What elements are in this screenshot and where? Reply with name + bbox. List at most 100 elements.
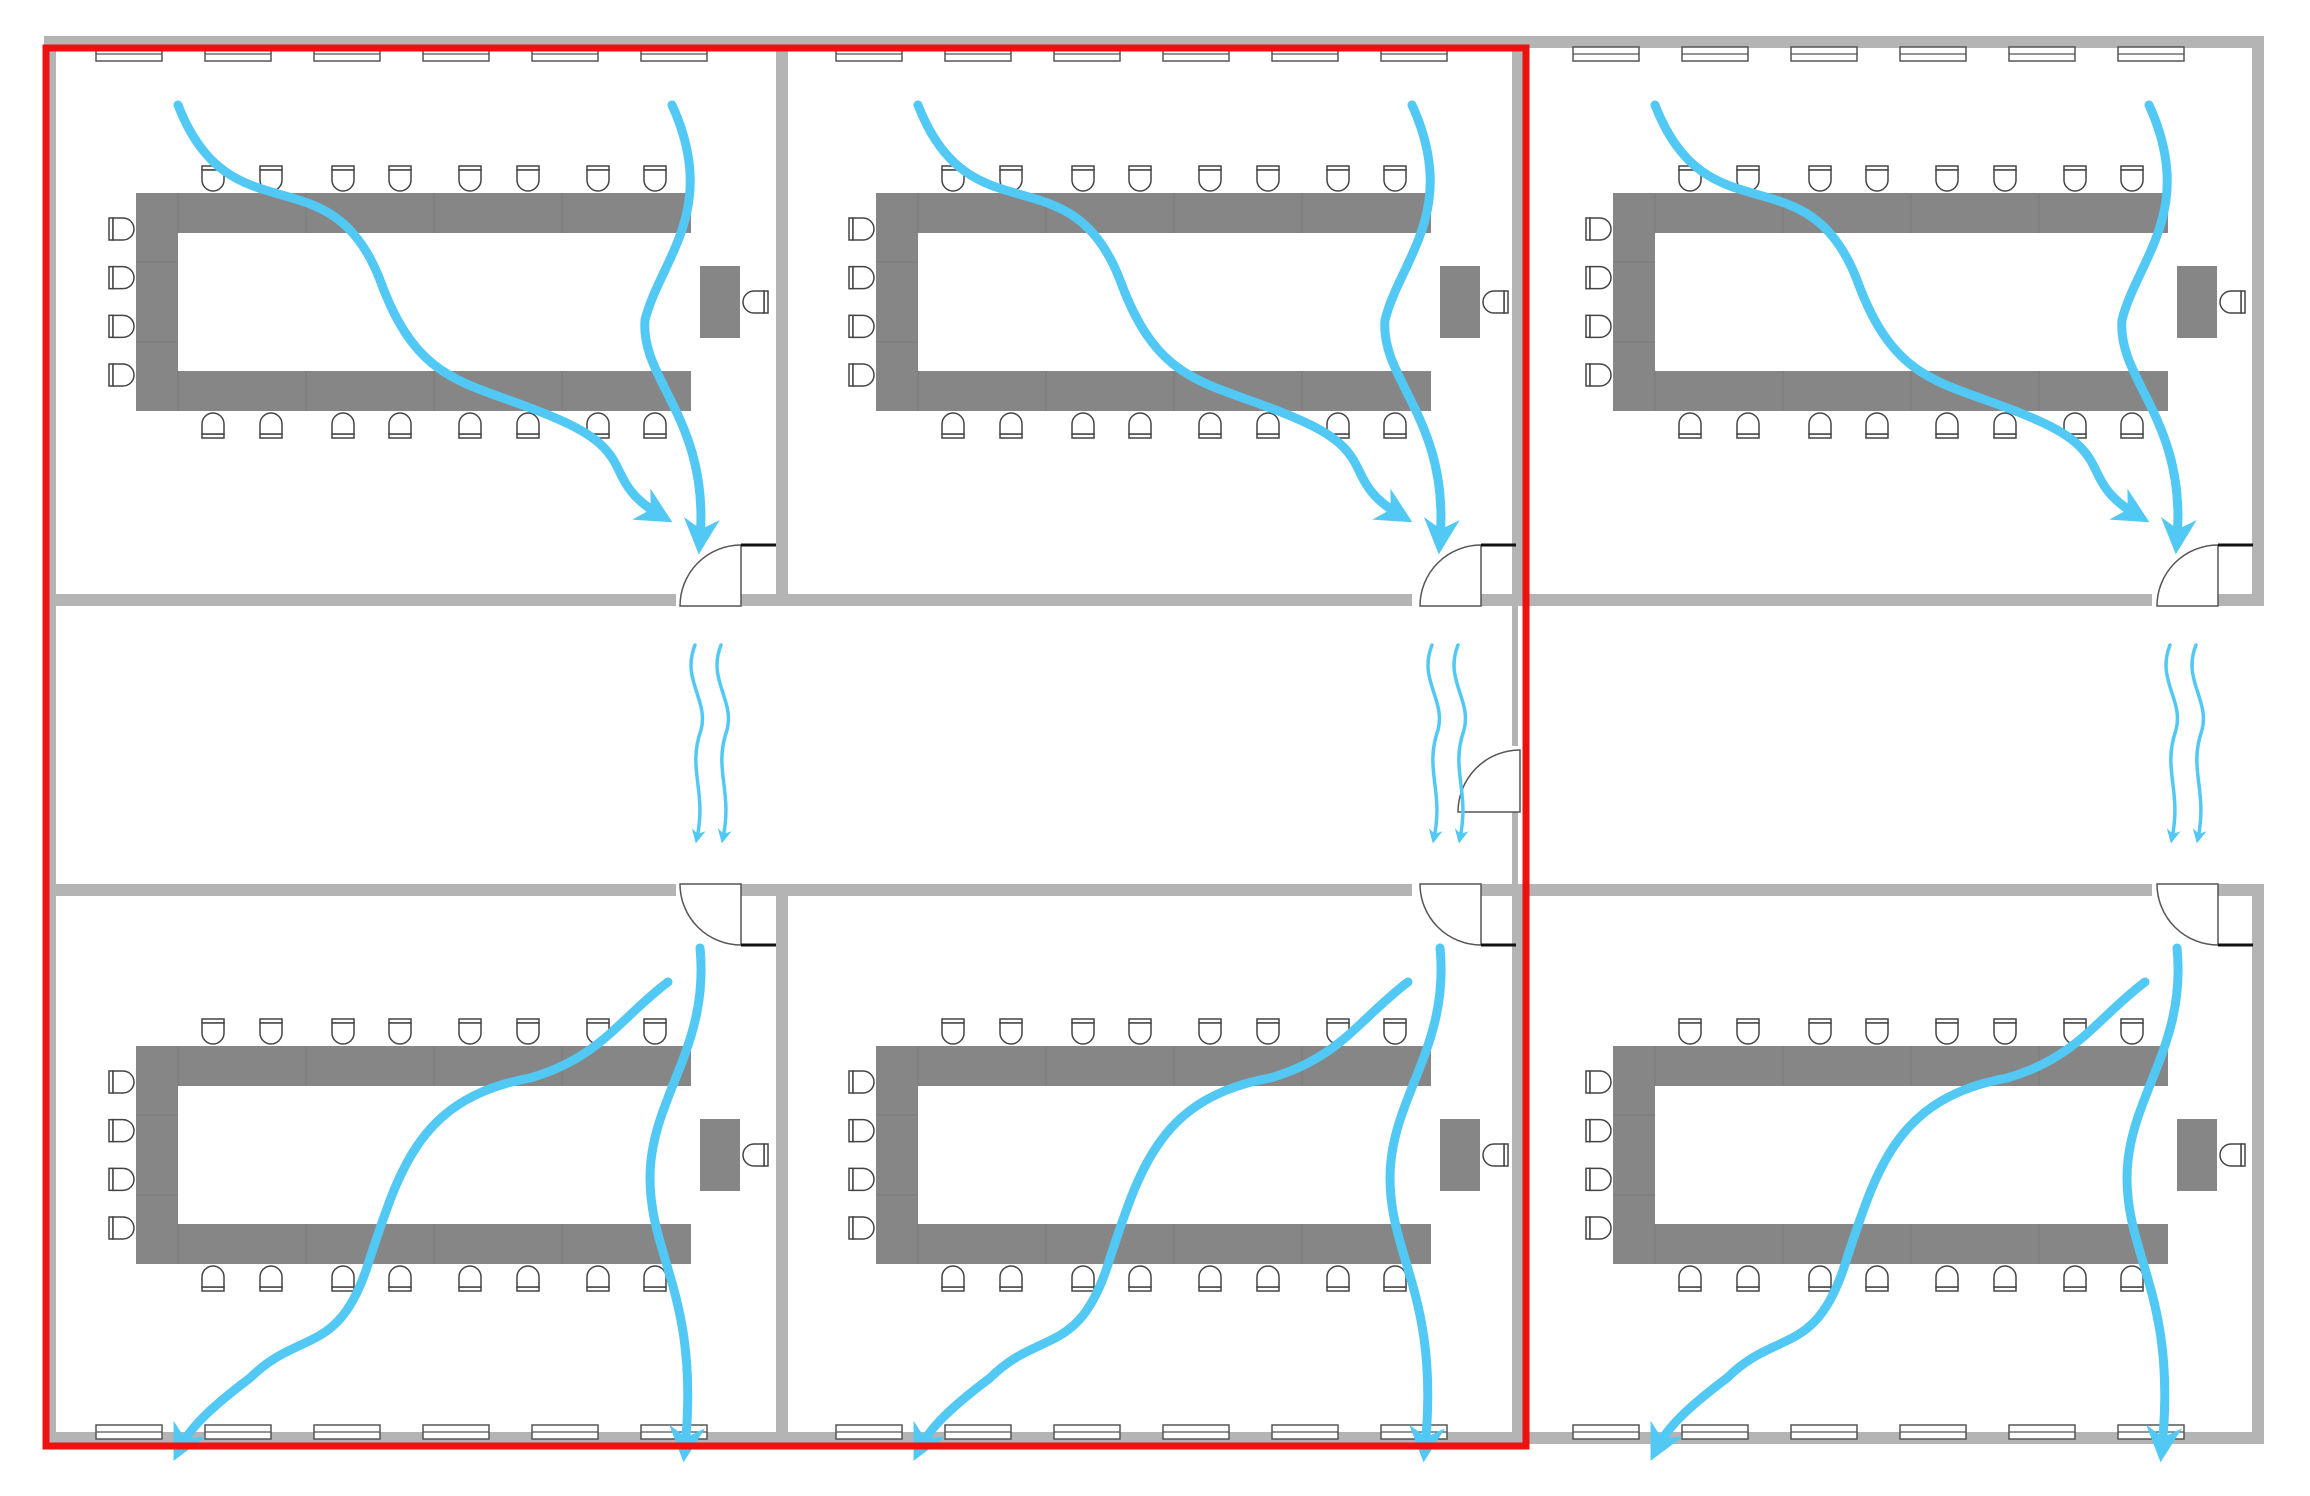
chair: [1585, 1118, 1612, 1143]
chair: [1585, 314, 1612, 339]
room-top-2: [848, 100, 1516, 607]
chair: [1808, 1265, 1832, 1292]
window: [313, 1424, 381, 1440]
teacher-desk: [2177, 266, 2217, 338]
chair: [1256, 165, 1280, 192]
window: [1899, 46, 1967, 62]
table-bottom-row: [136, 371, 691, 411]
corridor-wall: [56, 884, 676, 896]
window: [531, 1424, 599, 1440]
teacher-chair: [1482, 1143, 1509, 1167]
room-top-3: [1585, 100, 2253, 607]
table-side: [876, 193, 918, 411]
chair: [1198, 165, 1222, 192]
chair: [1071, 1265, 1095, 1292]
chair: [1383, 412, 1407, 439]
table-bottom-row: [1613, 1224, 2168, 1264]
chair: [1935, 412, 1959, 439]
window: [2008, 46, 2076, 62]
table-top-row: [136, 193, 691, 233]
chair: [1993, 412, 2017, 439]
chair: [1256, 1018, 1280, 1045]
chair: [1383, 165, 1407, 192]
chair: [388, 1018, 412, 1045]
corridor-airflow-arrow: [2190, 643, 2207, 844]
chair: [108, 1167, 135, 1192]
room-bottom-3: [1585, 883, 2253, 1463]
chair: [1993, 1018, 2017, 1045]
airflow-arrow: [2117, 100, 2197, 555]
door-swing: [1457, 749, 1521, 813]
window: [204, 1424, 272, 1440]
chair: [108, 314, 135, 339]
chair: [848, 1216, 875, 1240]
corridor-wall: [740, 594, 1412, 606]
chair: [999, 1018, 1023, 1045]
chair: [108, 217, 135, 241]
corridor-wall: [1477, 884, 2152, 896]
door-swing: [679, 544, 742, 607]
table-top-row: [876, 193, 1431, 233]
door-swing: [1419, 883, 1482, 946]
window: [2008, 1424, 2076, 1440]
chair: [1128, 165, 1152, 192]
chair: [1326, 165, 1350, 192]
door-swing: [2156, 544, 2219, 607]
table-top-row: [876, 1046, 1431, 1086]
chair: [1128, 412, 1152, 439]
table-top-row: [136, 1046, 691, 1086]
chair: [941, 1018, 965, 1045]
corridor-wall: [2216, 884, 2264, 896]
airflow-arrow: [913, 100, 1413, 523]
airflow-arrow: [1385, 943, 1446, 1463]
chair: [1736, 412, 1760, 439]
airflow-arrow: [173, 100, 673, 523]
door: [1419, 543, 1516, 607]
chair: [201, 1265, 225, 1292]
chair: [108, 1118, 135, 1143]
table-top-row: [1613, 1046, 2168, 1086]
teacher-desk: [1440, 266, 1480, 338]
table-bottom-row: [136, 1224, 691, 1264]
airflow-arrow: [1650, 100, 2150, 523]
chair: [2120, 1018, 2144, 1045]
u-table: [1613, 1046, 2168, 1264]
chair: [1678, 1018, 1702, 1045]
window: [1681, 1424, 1749, 1440]
chair: [1935, 1018, 1959, 1045]
chair: [458, 412, 482, 439]
corridor-airflow-arrow: [2164, 643, 2181, 844]
table-side: [1613, 193, 1655, 411]
chair: [1256, 412, 1280, 439]
chair: [458, 165, 482, 192]
chair: [1736, 1265, 1760, 1292]
window: [640, 1424, 708, 1440]
airflow-arrow: [1380, 100, 1460, 555]
table-side: [1613, 1046, 1655, 1264]
chair: [848, 1118, 875, 1143]
table-top-row: [1613, 193, 2168, 233]
chair: [848, 1167, 875, 1192]
corridor-end-wall: [1512, 812, 1518, 896]
chair: [1198, 412, 1222, 439]
chair: [2120, 165, 2144, 192]
chair: [1071, 1018, 1095, 1045]
teacher-desk: [1440, 1119, 1480, 1191]
chair: [516, 165, 540, 192]
chair: [259, 1265, 283, 1292]
teacher-desk: [700, 266, 740, 338]
chair: [388, 165, 412, 192]
table-bottom-row: [876, 1224, 1431, 1264]
chair: [1071, 412, 1095, 439]
chair: [516, 412, 540, 439]
window: [2117, 46, 2185, 62]
chair: [1935, 1265, 1959, 1292]
chair: [941, 1265, 965, 1292]
chair: [1585, 363, 1612, 387]
outer-wall-right-top: [2252, 36, 2264, 604]
window: [944, 1424, 1012, 1440]
chair: [1256, 1265, 1280, 1292]
chair: [2063, 1265, 2087, 1292]
chair: [643, 412, 667, 439]
